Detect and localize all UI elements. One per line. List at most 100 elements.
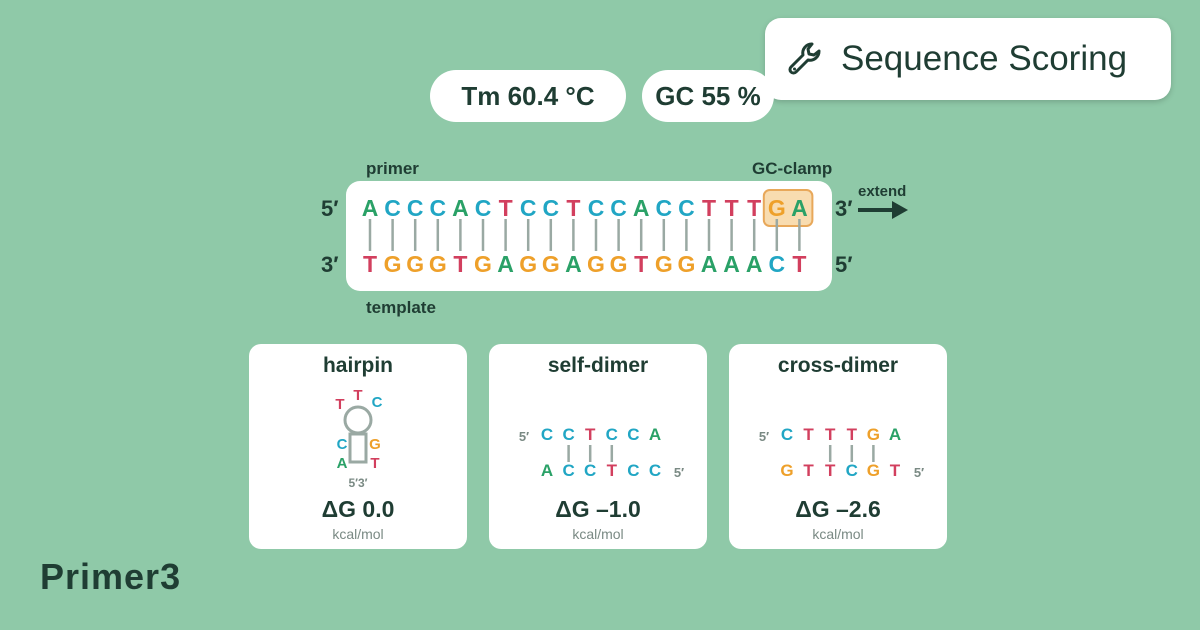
dimer-bottom-base: C [627,461,639,480]
template-base: T [634,251,648,277]
hairpin-structure: T T C C A G T 5′3′ [335,387,383,490]
template-base: A [565,251,582,277]
primer-base: T [499,195,513,221]
template-base: G [677,251,695,277]
primer-base: T [566,195,580,221]
template-3-end: 3′ [321,252,339,277]
dimer-bottom-base: C [584,461,596,480]
dimer-top-base: T [825,425,836,444]
primer-base: T [725,195,739,221]
dimer-top-base: C [562,425,574,444]
brand-logo: Primer3 [40,556,182,597]
dimer-bottom-base: G [867,461,880,480]
hairpin-stem-base: T [370,455,379,472]
hairpin-loop-base: T [353,387,362,404]
page-title: Sequence Scoring [841,39,1128,78]
hairpin-ends: 5′3′ [348,476,367,490]
gc-clamp-highlight [762,189,814,227]
template-base: G [474,251,492,277]
dimer-top-base: T [847,425,858,444]
dimer-bottom-base: T [607,461,618,480]
template-base: G [406,251,424,277]
dimer-top-base: C [541,425,553,444]
primer-base: C [542,195,559,221]
cross-dimer-dg: ΔG –2.6 [795,496,881,522]
template-base: C [768,251,785,277]
primer-3-end: 3′ [835,196,853,221]
dimer-bottom-base: T [825,461,836,480]
dimer-bottom-base: C [846,461,858,480]
strand-5-end: 5′ [519,429,529,444]
template-base: A [701,251,718,277]
template-base: G [655,251,673,277]
primer-base: C [678,195,695,221]
wrench-icon [788,42,821,75]
primer-base: C [429,195,446,221]
hairpin-stem-base: A [337,455,348,472]
template-base: T [363,251,377,277]
primer-base: G [768,195,786,221]
hairpin-loop [343,405,373,435]
extend-label: extend [858,183,907,200]
cross-dimer-unit: kcal/mol [812,526,864,542]
dimer-top-base: T [803,425,814,444]
template-base: G [519,251,537,277]
hairpin-card: hairpin T T C C A G T 5′3′ ΔG 0.0 kcal/m… [249,344,467,549]
gc-badge: GC 55 % [642,70,774,122]
extend-arrow-icon [858,201,908,219]
dimer-top-base: T [585,425,596,444]
primer-base: C [655,195,672,221]
tm-badge: Tm 60.4 °C [430,70,626,122]
strand-5-end: 5′ [914,465,924,480]
dimer-bottom-base: T [803,461,814,480]
hairpin-stem-base: C [337,436,348,453]
template-label: template [366,298,436,317]
self-dimer-dg: ΔG –1.0 [555,496,641,522]
template-base: G [384,251,402,277]
dimer-bottom-base: C [649,461,661,480]
template-base: G [587,251,605,277]
primer-base: A [791,195,808,221]
hairpin-loop-base: T [335,396,344,413]
primer-base: A [452,195,469,221]
template-base: A [723,251,740,277]
self-dimer-unit: kcal/mol [572,526,624,542]
hairpin-unit: kcal/mol [332,526,384,542]
hairpin-stem [348,432,368,464]
self-dimer-title: self-dimer [547,354,649,377]
primer-base: C [475,195,492,221]
dimer-top-base: C [627,425,639,444]
template-base: G [429,251,447,277]
template-5-end: 5′ [835,252,853,277]
dimer-top-base: A [649,425,661,444]
strand-5-end: 5′ [674,465,684,480]
dimer-top-base: C [781,425,793,444]
primer-base: C [384,195,401,221]
dimer-bottom-base: C [562,461,574,480]
primer-label: primer [366,159,419,178]
dimer-bottom-base: T [890,461,901,480]
primer-base: C [520,195,537,221]
hairpin-loop-base: C [372,394,383,411]
primer-5-end: 5′ [321,196,339,221]
primer-base: C [407,195,424,221]
template-base: T [453,251,467,277]
primer-base: C [588,195,605,221]
dimer-bottom-base: A [541,461,553,480]
template-base: A [746,251,763,277]
template-base: G [542,251,560,277]
template-base: A [497,251,514,277]
strand-5-end: 5′ [759,429,769,444]
title-card: Sequence Scoring [765,18,1171,100]
dimer-bottom-base: G [780,461,793,480]
template-base: G [610,251,628,277]
hairpin-stem-base: G [369,436,381,453]
primer-base: A [633,195,650,221]
primer-base: C [610,195,627,221]
